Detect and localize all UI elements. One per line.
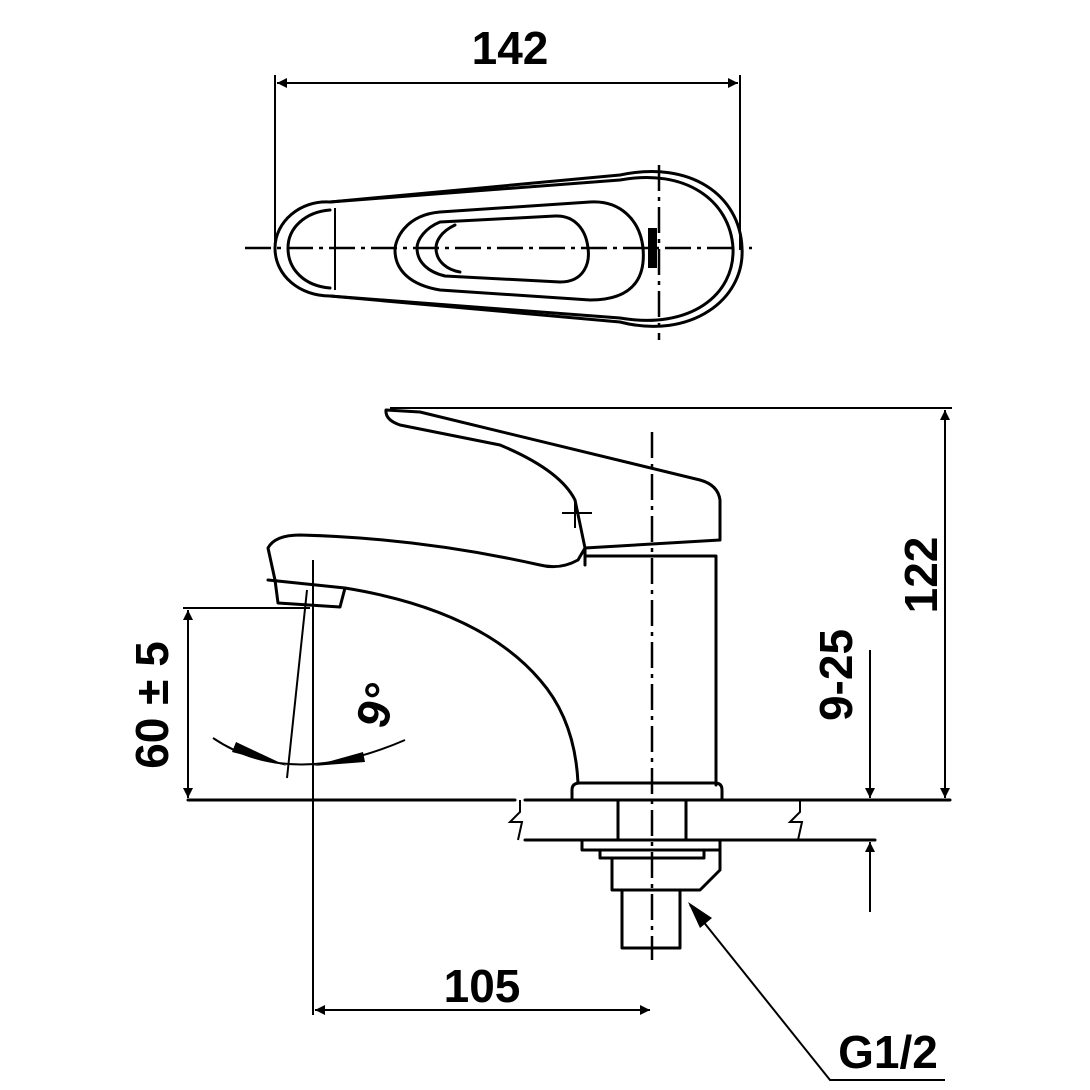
- aerator: [273, 578, 347, 609]
- side-view: [183, 407, 952, 1081]
- break-mark-right: [787, 800, 804, 841]
- handle-end-inner: [286, 208, 332, 290]
- angle-label: 9°: [345, 676, 408, 734]
- spout-top: [266, 533, 587, 582]
- dimension-deck-label: 9-25: [810, 629, 862, 721]
- lever-recess-inner: [415, 214, 590, 284]
- top-view: [245, 75, 752, 340]
- break-mark-left: [507, 800, 524, 841]
- handle-outline: [273, 170, 744, 328]
- spout-bottom: [266, 578, 580, 785]
- body-right: [583, 546, 718, 787]
- lever-handle: [384, 408, 722, 550]
- dimension-reach-label: 105: [444, 960, 521, 1012]
- inlet-pipe: [620, 888, 682, 950]
- angle-line: [286, 589, 308, 779]
- dimension-spout-height-label: 60 ± 5: [126, 641, 178, 769]
- thread-leader-arrow: [688, 902, 712, 928]
- handle-rim: [328, 175, 735, 322]
- angle-arrow-left: [232, 742, 287, 766]
- lever-recess-lip: [434, 223, 462, 274]
- base-flange: [570, 781, 724, 802]
- thread-label: G1/2: [838, 1026, 938, 1078]
- dimension-height-label: 122: [895, 537, 947, 614]
- lever-recess-outer: [393, 200, 645, 302]
- dimension-length-label: 142: [472, 22, 549, 74]
- angle-arc: [212, 737, 406, 766]
- thread-leader: [689, 904, 945, 1081]
- nut: [610, 848, 722, 892]
- logo-mark: [648, 228, 657, 268]
- angle-arrow-right: [313, 752, 365, 766]
- nut-plate: [598, 848, 706, 860]
